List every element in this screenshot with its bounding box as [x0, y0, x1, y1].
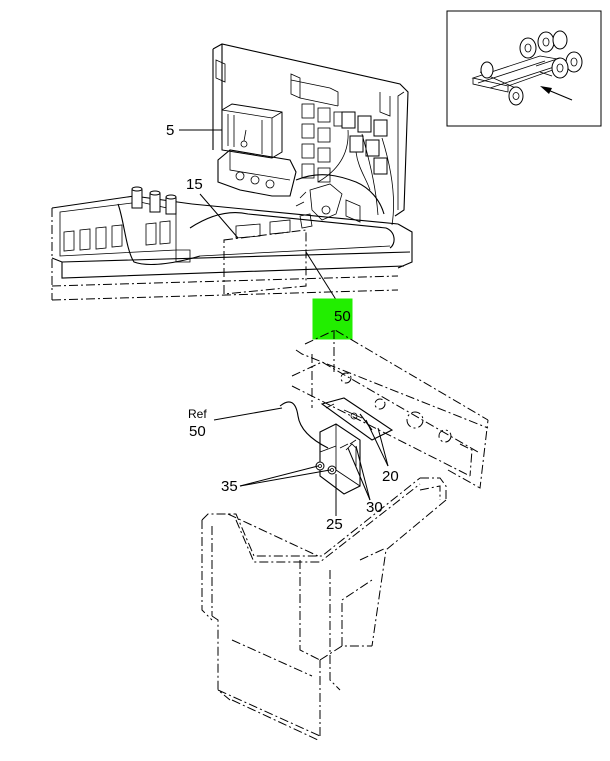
callout-35-label: 35	[221, 478, 238, 495]
callout-25: 25	[326, 474, 343, 533]
upper-assembly-drawing	[51, 43, 413, 301]
callout-ref-50: Ref 50	[188, 407, 283, 440]
callout-30: 30	[347, 445, 383, 516]
callout-ref-word: Ref	[188, 407, 207, 421]
callout-25-label: 25	[326, 516, 343, 533]
callout-50-highlight-label[interactable]: 50	[334, 308, 351, 325]
lower-assembly-drawing	[201, 329, 489, 741]
callout-35: 35	[221, 465, 331, 495]
callout-15-label: 15	[186, 176, 203, 193]
locator-inset	[446, 10, 602, 127]
callout-5: 5	[166, 122, 222, 139]
arrow-icon	[540, 86, 573, 101]
callout-50-highlight[interactable]: 50	[305, 251, 353, 340]
callout-ref-number: 50	[189, 423, 206, 440]
callout-30-label: 30	[366, 499, 383, 516]
callout-5-label: 5	[166, 122, 174, 139]
callout-20-label: 20	[382, 468, 399, 485]
callout-20: 20	[365, 419, 399, 485]
truck-chassis-locator-icon	[471, 30, 583, 106]
callout-15: 15	[186, 176, 239, 239]
callout-50-highlight-box[interactable]	[312, 298, 353, 340]
